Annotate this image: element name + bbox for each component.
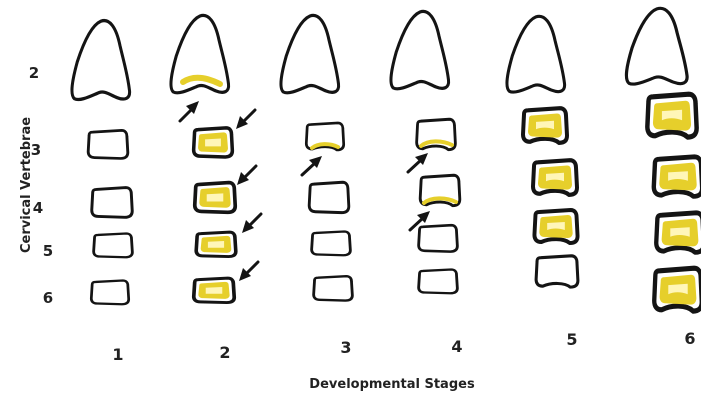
stage-6-c3-body: [647, 94, 696, 137]
vertebra-label-c4: 4: [33, 199, 43, 217]
x-axis-title: Developmental Stages: [309, 377, 475, 392]
stage-6-c2-dens: [626, 8, 687, 84]
stage-1-column: [72, 21, 132, 305]
stage-5-c4-body: [533, 160, 577, 195]
stage-4-c5-body: [419, 225, 458, 251]
stage-2-c4-arrow: [237, 166, 256, 185]
stage-2-c6-arrow: [239, 262, 258, 281]
stage-4-c6-body: [419, 269, 458, 293]
stage-1-c6-body: [91, 280, 128, 304]
stage-2-column: [171, 15, 261, 302]
stage-6-c4-body: [654, 157, 701, 197]
stage-label-4: 4: [451, 337, 462, 356]
stage-5-c2-dens: [507, 16, 565, 92]
stage-4-c2-dens: [391, 11, 449, 88]
stage-6-column: [626, 8, 701, 311]
stage-label-1: 1: [112, 345, 123, 364]
stage-2-c5-arrow: [242, 214, 261, 233]
stage-2-c3-body: [194, 128, 233, 157]
stage-label-3: 3: [340, 338, 351, 357]
vertebra-label-c5: 5: [43, 242, 53, 260]
stage-6-c5-body: [656, 213, 701, 253]
vertebra-label-c6: 6: [43, 289, 53, 307]
stage-3-c4-body: [309, 182, 349, 212]
stage-1-c4-body: [92, 188, 132, 218]
stage-label-6: 6: [684, 329, 695, 348]
stage-2-c6-body: [194, 278, 234, 302]
vertebra-label-c2: 2: [29, 64, 39, 82]
stage-2-c4-body: [195, 183, 235, 213]
stage-label-5: 5: [566, 330, 577, 349]
stage-4-c3-arrow: [408, 153, 428, 172]
vertebra-label-c3: 3: [31, 141, 41, 159]
stage-1-c2-dens: [72, 21, 130, 100]
stage-3-c3-arrow: [302, 156, 322, 175]
stage-2-c2-arrow: [180, 101, 199, 121]
y-axis-title: Cervical Vertebrae: [19, 117, 34, 253]
stage-3-c6-body: [314, 276, 353, 300]
stage-5-c5-body: [534, 210, 577, 243]
stage-2-c3-arrow: [236, 110, 255, 129]
stage-3-c2-dens: [281, 15, 339, 92]
stage-5-c6-body: [536, 256, 578, 287]
stage-2-c5-body: [196, 232, 236, 256]
stage-5-column: [507, 16, 578, 287]
stage-5-c3-body: [523, 108, 567, 143]
stage-3-column: [281, 15, 352, 300]
stage-1-c3-body: [88, 130, 128, 158]
stage-label-2: 2: [219, 343, 230, 362]
stage-3-c5-body: [312, 231, 351, 255]
stage-1-c5-body: [94, 233, 133, 257]
stage-6-c6-body: [654, 268, 701, 311]
stage-4-column: [391, 11, 460, 293]
